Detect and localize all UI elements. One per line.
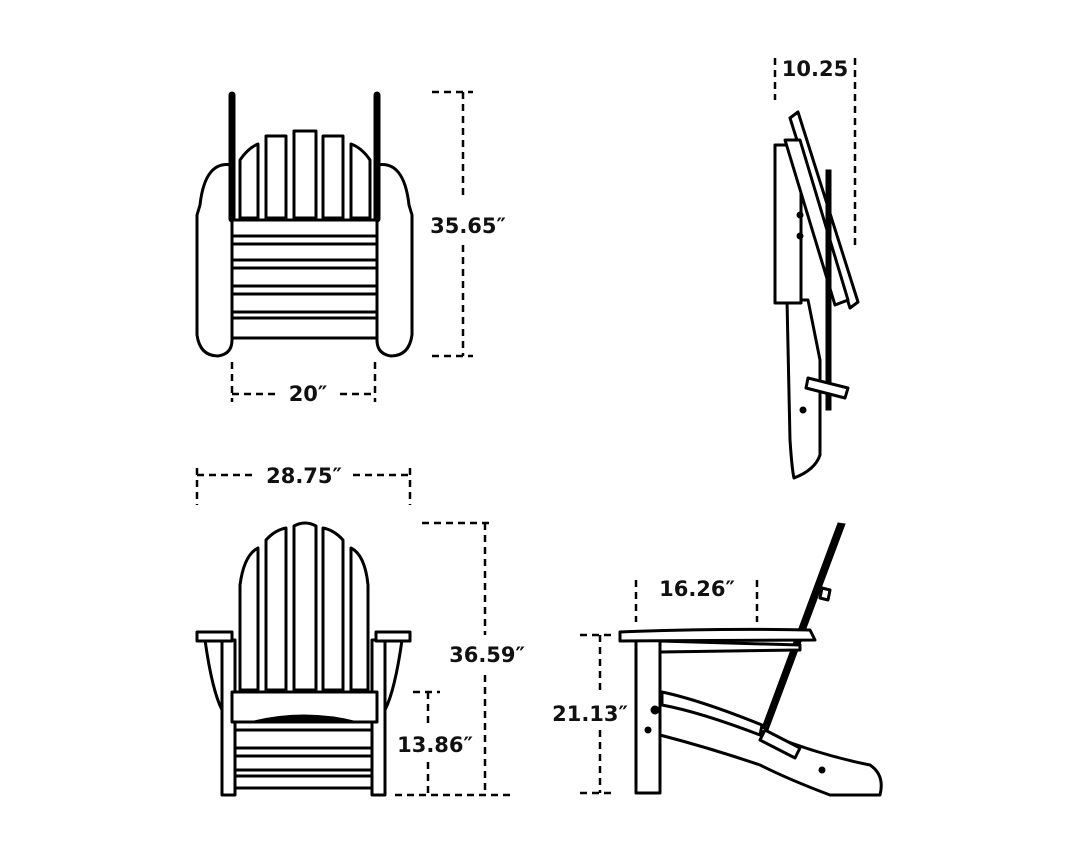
height-dimension: 35.65″: [430, 90, 506, 358]
dimension-label: 13.86″: [397, 733, 473, 757]
height-dimension: 36.59″: [395, 521, 525, 797]
arm-depth-dimension: 16.26″: [634, 577, 759, 622]
arm-height-dimension: 21.13″: [552, 633, 628, 795]
dimension-label: 10.25: [782, 57, 848, 81]
left-post: [228, 91, 236, 223]
seat-slats: [230, 218, 379, 340]
back-slats: [238, 129, 372, 220]
front-view: 28.75″ 36.59″ 13.86″: [195, 464, 525, 797]
dimension-label: 21.13″: [552, 702, 628, 726]
right-post: [373, 91, 381, 223]
seat-height-dimension: 13.86″: [397, 690, 473, 795]
folded-front-view: 35.65″ 20″: [195, 90, 506, 406]
dimension-label: 28.75″: [266, 464, 342, 488]
dimension-label: 20″: [289, 382, 328, 406]
right-armrest: [374, 630, 412, 643]
folded-leg: [785, 298, 822, 480]
back-slats: [238, 521, 370, 692]
width-dimension: 20″: [230, 362, 377, 406]
dimension-label: 36.59″: [449, 643, 525, 667]
left-armrest: [195, 163, 234, 358]
depth-dimension: 10.25: [773, 57, 857, 250]
folded-pivot: [804, 376, 850, 400]
dimension-label: 16.26″: [659, 577, 735, 601]
armrest: [618, 627, 817, 643]
pivot: [758, 728, 802, 760]
side-view: 16.26″ 21.13″: [552, 522, 883, 797]
folded-back-post: [825, 169, 832, 411]
back-post: [761, 522, 846, 731]
width-dimension: 28.75″: [195, 464, 412, 505]
left-armrest: [195, 630, 234, 643]
dimension-label: 35.65″: [430, 214, 506, 238]
right-armrest: [375, 163, 414, 358]
folded-side-view: 10.25: [773, 57, 860, 480]
front-leg: [634, 638, 662, 795]
